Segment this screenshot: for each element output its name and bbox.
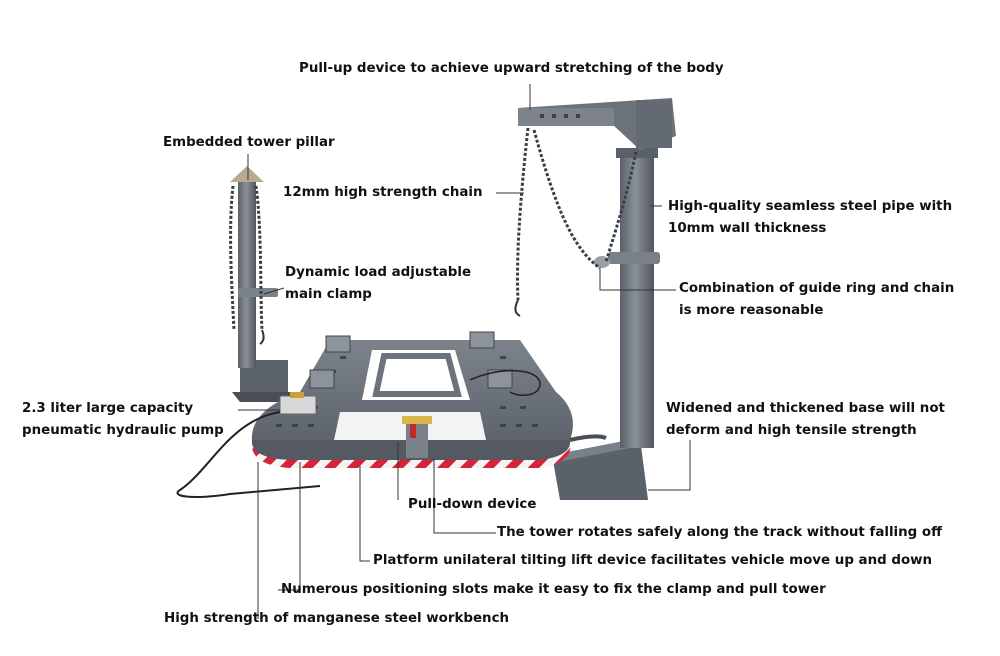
callout-widened-base: Widened and thickened base will not defo… <box>666 398 945 442</box>
callout-main-clamp: Dynamic load adjustable main clamp <box>285 262 471 306</box>
leader-lines <box>238 84 691 619</box>
callout-widened-base-line1: Widened and thickened base will not <box>666 401 945 416</box>
callout-guide-ring-line2: is more reasonable <box>679 303 824 318</box>
callout-tower-rotates: The tower rotates safely along the track… <box>497 525 942 540</box>
workbench-platform <box>176 331 607 498</box>
callout-steel-pipe: High-quality seamless steel pipe with 10… <box>668 196 952 240</box>
callout-chain: 12mm high strength chain <box>283 185 483 200</box>
callout-main-clamp-line1: Dynamic load adjustable <box>285 265 472 280</box>
right-tower <box>514 98 676 500</box>
callout-steel-pipe-line1: High-quality seamless steel pipe with <box>668 199 953 214</box>
callout-hydraulic-pump-line2: pneumatic hydraulic pump <box>22 423 224 438</box>
callout-tilting-lift: Platform unilateral tilting lift device … <box>373 553 933 568</box>
callout-widened-base-line2: deform and high tensile strength <box>666 423 917 438</box>
callout-pull-down-device: Pull-down device <box>408 497 537 512</box>
callout-steel-pipe-line2: 10mm wall thickness <box>668 221 827 236</box>
callout-embedded-tower-pillar: Embedded tower pillar <box>163 135 335 150</box>
callout-pull-up-device: Pull-up device to achieve upward stretch… <box>299 61 724 76</box>
callout-hydraulic-pump-line1: 2.3 liter large capacity <box>22 401 194 416</box>
callout-positioning-slots: Numerous positioning slots make it easy … <box>281 582 826 597</box>
callout-workbench: High strength of manganese steel workben… <box>164 611 510 626</box>
callout-main-clamp-line2: main clamp <box>285 287 372 302</box>
callout-hydraulic-pump: 2.3 liter large capacity pneumatic hydra… <box>22 398 224 442</box>
callout-guide-ring-line1: Combination of guide ring and chain <box>679 281 955 296</box>
callout-guide-ring: Combination of guide ring and chain is m… <box>679 278 954 322</box>
